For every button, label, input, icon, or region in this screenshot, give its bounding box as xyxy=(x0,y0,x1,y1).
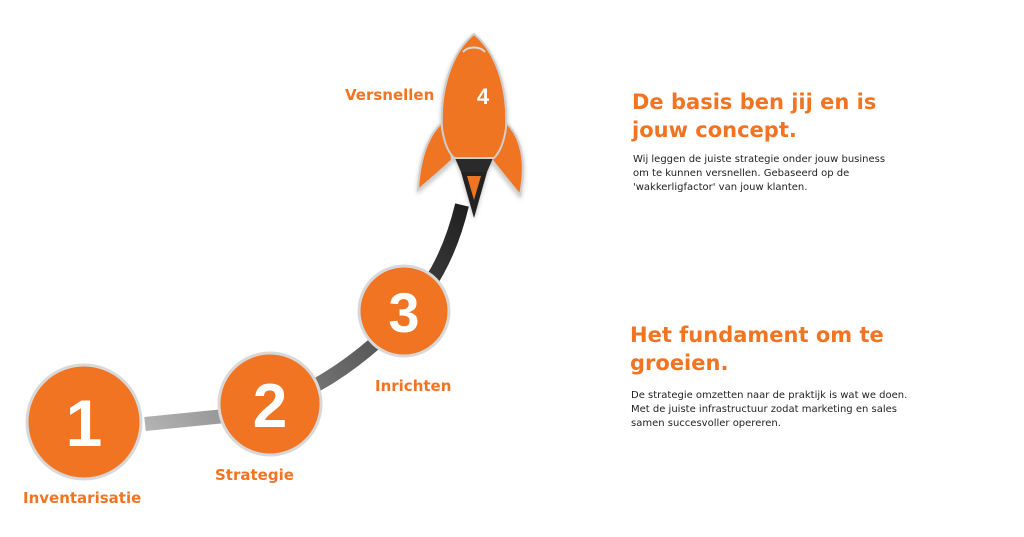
step-3-label: Inrichten xyxy=(375,377,452,395)
section-1-heading: De basis ben jij en is jouw concept. xyxy=(632,90,877,142)
section-1-body: Wij leggen de juiste strategie onder jou… xyxy=(633,154,886,193)
step-2-circle xyxy=(217,351,323,457)
step-2-label: Strategie xyxy=(215,466,294,484)
step-3-circle xyxy=(357,264,451,358)
step-1-label: Inventarisatie xyxy=(23,489,142,507)
step-1-circle xyxy=(25,363,143,481)
step-4-label: Versnellen xyxy=(345,86,435,104)
step-1-number: 1 xyxy=(66,386,103,460)
step-2-number: 2 xyxy=(253,372,287,441)
step-4-number: 4 xyxy=(477,84,490,109)
rocket-icon xyxy=(416,32,524,218)
step-3-number: 3 xyxy=(388,281,419,344)
section-2-body: De strategie omzetten naar de praktijk i… xyxy=(631,390,908,429)
section-2-heading: Het fundament om te groeien. xyxy=(630,323,884,375)
